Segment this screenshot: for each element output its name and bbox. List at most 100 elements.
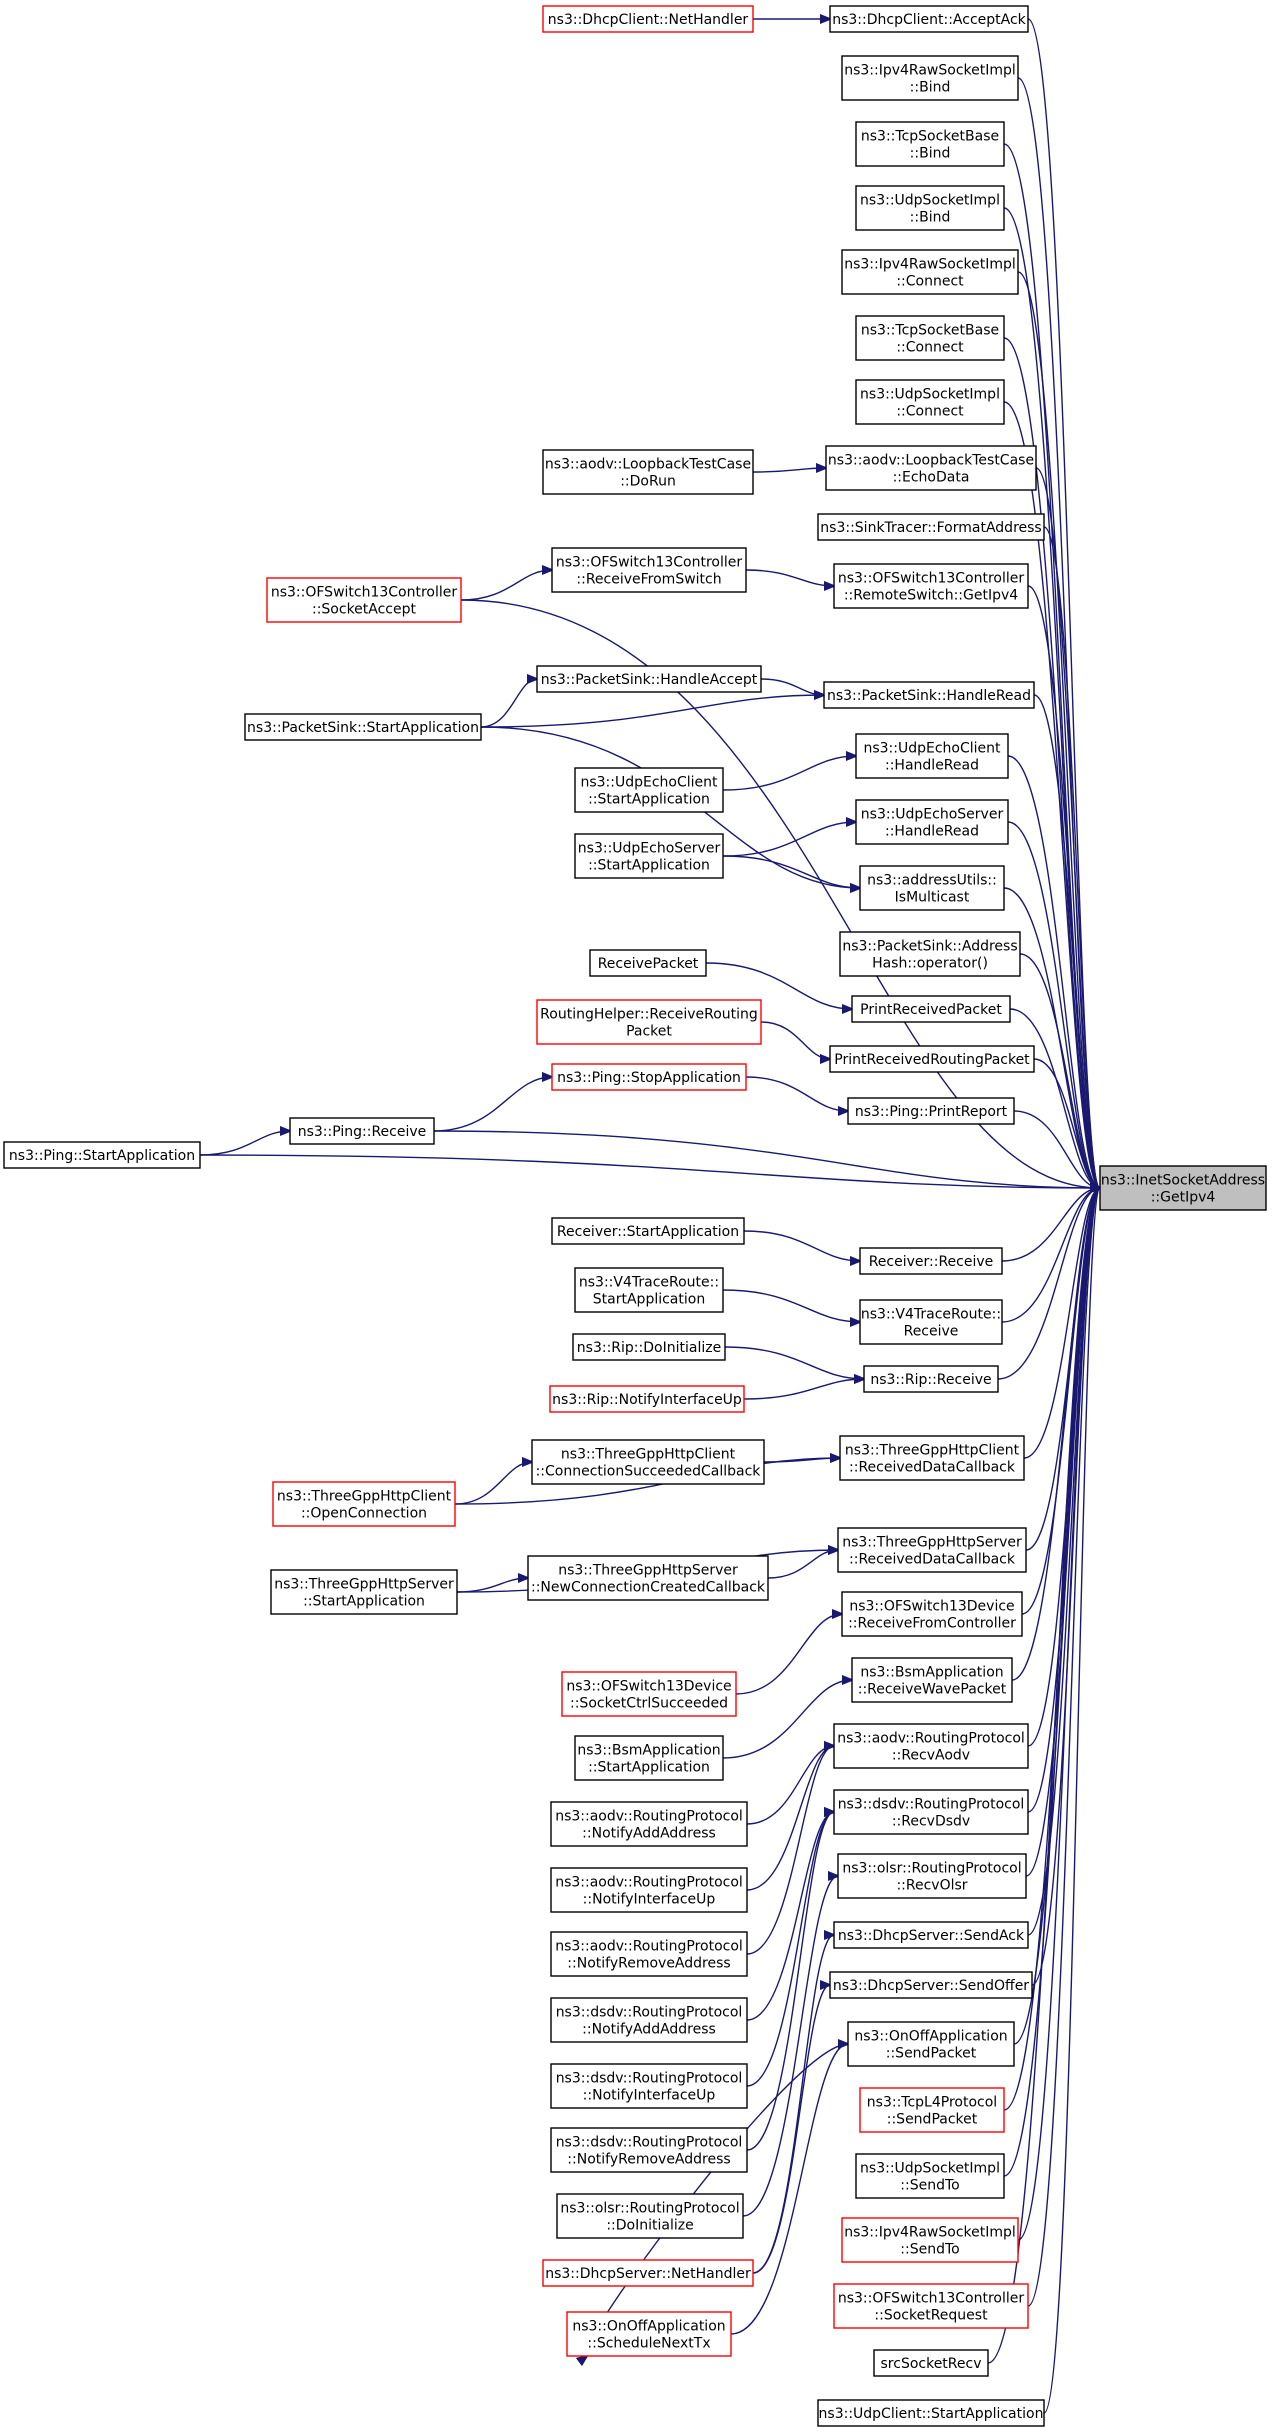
node-ofd-sock[interactable]: ns3::OFSwitch13Device::SocketCtrlSucceed…	[561, 1671, 737, 1717]
node-aodv-up[interactable]: ns3::aodv::RoutingProtocol::NotifyInterf…	[550, 1867, 748, 1913]
node-label-line: ::NewConnectionCreatedCallback	[531, 1580, 766, 1596]
node-dsdv-rem[interactable]: ns3::dsdv::RoutingProtocol::NotifyRemove…	[550, 2127, 748, 2173]
node-ping-stop[interactable]: ns3::Ping::StopApplication	[551, 1063, 747, 1091]
node-box	[572, 1333, 726, 1361]
node-label-line: ns3::aodv::LoopbackTestCase	[828, 453, 1034, 469]
node-bsm-start[interactable]: ns3::BsmApplication::StartApplication	[574, 1735, 724, 1781]
node-ues-start[interactable]: ns3::UdpEchoServer::StartApplication	[574, 833, 724, 879]
node-aodv-rem[interactable]: ns3::aodv::RoutingProtocol::NotifyRemove…	[550, 1931, 748, 1977]
node-onoff-send[interactable]: ns3::OnOffApplication::SendPacket	[847, 2021, 1015, 2067]
edge-dsdv-up-to-dsdv-recv	[746, 1812, 834, 2087]
node-rip-init[interactable]: ns3::Rip::DoInitialize	[572, 1333, 726, 1361]
node-bsm-recv[interactable]: ns3::BsmApplication::ReceiveWavePacket	[851, 1657, 1013, 1703]
target-node[interactable]: ns3::InetSocketAddress::GetIpv4	[1099, 1165, 1267, 1211]
node-ofs-remote[interactable]: ns3::OFSwitch13Controller::RemoteSwitch:…	[833, 563, 1029, 609]
node-uec-start[interactable]: ns3::UdpEchoClient::StartApplication	[574, 767, 724, 813]
node-loop-echo[interactable]: ns3::aodv::LoopbackTestCase::EchoData	[825, 445, 1037, 491]
node-dhcps-offer[interactable]: ns3::DhcpServer::SendOffer	[829, 1971, 1033, 1999]
node-v4-start[interactable]: ns3::V4TraceRoute::StartApplication	[574, 1267, 724, 1313]
node-ipv4raw-sendto[interactable]: ns3::Ipv4RawSocketImpl::SendTo	[841, 2217, 1019, 2263]
node-ps-accept[interactable]: ns3::PacketSink::HandleAccept	[536, 665, 762, 693]
node-label-line: ::RemoteSwitch::GetIpv4	[844, 588, 1018, 604]
node-box	[855, 185, 1005, 231]
node-aodv-recv[interactable]: ns3::aodv::RoutingProtocol::RecvAodv	[833, 1723, 1029, 1769]
edge-bsm-recv-to-target	[1011, 1188, 1100, 1681]
node-nethandler-client[interactable]: ns3::DhcpClient::NetHandler	[542, 5, 754, 33]
node-label-line: ns3::UdpEchoServer	[861, 807, 1004, 823]
node-box	[851, 995, 1011, 1023]
node-hc-open[interactable]: ns3::ThreeGppHttpClient::OpenConnection	[272, 1481, 456, 1527]
node-ping-report[interactable]: ns3::Ping::PrintReport	[847, 1097, 1015, 1125]
node-dhcps-net[interactable]: ns3::DhcpServer::NetHandler	[542, 2259, 754, 2287]
node-box	[550, 1801, 748, 1847]
node-loop-dorun[interactable]: ns3::aodv::LoopbackTestCase::DoRun	[542, 449, 754, 495]
node-ues-read[interactable]: ns3::UdpEchoServer::HandleRead	[855, 799, 1009, 845]
node-label-line: ns3::UdpSocketImpl	[860, 193, 1000, 209]
node-ipv4raw-connect[interactable]: ns3::Ipv4RawSocketImpl::Connect	[841, 249, 1019, 295]
node-udp-sendto[interactable]: ns3::UdpSocketImpl::SendTo	[855, 2153, 1005, 2199]
node-srcsock[interactable]: srcSocketRecv	[873, 2349, 989, 2377]
node-label-line: ::NotifyAddAddress	[582, 1826, 716, 1842]
node-recv-start[interactable]: Receiver::StartApplication	[551, 1217, 745, 1245]
node-recv-recv[interactable]: Receiver::Receive	[859, 1247, 1003, 1275]
node-rip-notify[interactable]: ns3::Rip::NotifyInterfaceUp	[549, 1385, 745, 1413]
edge-uec-read-to-target	[1007, 755, 1100, 1188]
node-tcp-bind[interactable]: ns3::TcpSocketBase::Bind	[855, 121, 1005, 167]
node-acceptack[interactable]: ns3::DhcpClient::AcceptAck	[829, 5, 1029, 33]
node-ps-read[interactable]: ns3::PacketSink::HandleRead	[823, 681, 1035, 709]
node-onoff-sched[interactable]: ns3::OnOffApplication::ScheduleNextTx	[566, 2311, 732, 2357]
node-label-line: ::Connect	[896, 340, 964, 356]
node-udp-connect[interactable]: ns3::UdpSocketImpl::Connect	[855, 379, 1005, 425]
node-ofs-req[interactable]: ns3::OFSwitch13Controller::SocketRequest	[833, 2283, 1029, 2329]
node-aodv-add[interactable]: ns3::aodv::RoutingProtocol::NotifyAddAdd…	[550, 1801, 748, 1847]
node-recvpkt[interactable]: ReceivePacket	[589, 949, 707, 977]
node-box	[551, 547, 747, 593]
node-hs-ncc[interactable]: ns3::ThreeGppHttpServer::NewConnectionCr…	[527, 1555, 769, 1601]
node-label-line: ns3::ThreeGppHttpServer	[842, 1535, 1022, 1551]
node-v4-recv[interactable]: ns3::V4TraceRoute::Receive	[859, 1299, 1003, 1345]
node-olsr-init[interactable]: ns3::olsr::RoutingProtocol::DoInitialize	[556, 2193, 744, 2239]
edge-rip-init-to-rip-recv	[724, 1346, 864, 1379]
edge-ofs-accept-to-target	[460, 599, 1100, 1188]
node-sinktracer[interactable]: ns3::SinkTracer::FormatAddress	[817, 513, 1045, 541]
node-prrp[interactable]: PrintReceivedRoutingPacket	[829, 1045, 1035, 1073]
node-ping-start[interactable]: ns3::Ping::StartApplication	[3, 1141, 201, 1169]
node-hc-csc[interactable]: ns3::ThreeGppHttpClient::ConnectionSucce…	[531, 1439, 765, 1485]
node-ps-start[interactable]: ns3::PacketSink::StartApplication	[244, 713, 482, 741]
edge-ps-start-to-ps-read	[480, 695, 824, 728]
node-ofs-recvsw[interactable]: ns3::OFSwitch13Controller::ReceiveFromSw…	[551, 547, 747, 593]
node-hs-start[interactable]: ns3::ThreeGppHttpServer::StartApplicatio…	[270, 1569, 458, 1615]
edge-prrp-to-target	[1033, 1058, 1100, 1188]
node-prp[interactable]: PrintReceivedPacket	[851, 995, 1011, 1023]
node-uec-read[interactable]: ns3::UdpEchoClient::HandleRead	[855, 733, 1009, 779]
node-label-line: ns3::UdpSocketImpl	[860, 2161, 1000, 2177]
node-rip-recv[interactable]: ns3::Rip::Receive	[863, 1365, 999, 1393]
edge-loop-echo-to-target	[1035, 467, 1100, 1188]
node-ping-recv[interactable]: ns3::Ping::Receive	[289, 1117, 435, 1145]
node-box	[839, 1435, 1025, 1481]
node-dsdv-add[interactable]: ns3::dsdv::RoutingProtocol::NotifyAddAdd…	[550, 1997, 748, 2043]
node-olsr-recv[interactable]: ns3::olsr::RoutingProtocol::RecvOlsr	[837, 1853, 1027, 1899]
node-ipv4raw-bind[interactable]: ns3::Ipv4RawSocketImpl::Bind	[841, 55, 1019, 101]
node-label-line: ::Connect	[896, 274, 964, 290]
node-box	[527, 1555, 769, 1601]
node-ofs-accept[interactable]: ns3::OFSwitch13Controller::SocketAccept	[266, 577, 462, 623]
node-dhcps-ack[interactable]: ns3::DhcpServer::SendAck	[833, 1921, 1029, 1949]
node-dsdv-up[interactable]: ns3::dsdv::RoutingProtocol::NotifyInterf…	[550, 2063, 748, 2109]
node-ismc[interactable]: ns3::addressUtils::IsMulticast	[859, 865, 1005, 911]
node-label-line: ::ReceivedDataCallback	[849, 1460, 1016, 1476]
node-label-line: ::DoInitialize	[606, 2218, 693, 2234]
node-ofd-recv[interactable]: ns3::OFSwitch13Device::ReceiveFromContro…	[841, 1591, 1023, 1637]
node-tcpl4[interactable]: ns3::TcpL4Protocol::SendPacket	[859, 2087, 1005, 2133]
node-label-line: ::ReceiveWavePacket	[858, 1682, 1007, 1698]
node-label-line: ::SendTo	[900, 2242, 959, 2258]
node-tcp-connect[interactable]: ns3::TcpSocketBase::Connect	[855, 315, 1005, 361]
node-udp-bind[interactable]: ns3::UdpSocketImpl::Bind	[855, 185, 1005, 231]
edge-dhcps-net-to-dhcps-offer	[752, 1985, 830, 2274]
node-udpc-start[interactable]: ns3::UdpClient::StartApplication	[817, 2399, 1045, 2427]
node-hs-rdc[interactable]: ns3::ThreeGppHttpServer::ReceivedDataCal…	[837, 1527, 1027, 1573]
node-hc-rdc[interactable]: ns3::ThreeGppHttpClient::ReceivedDataCal…	[839, 1435, 1025, 1481]
node-dsdv-recv[interactable]: ns3::dsdv::RoutingProtocol::RecvDsdv	[833, 1789, 1029, 1835]
